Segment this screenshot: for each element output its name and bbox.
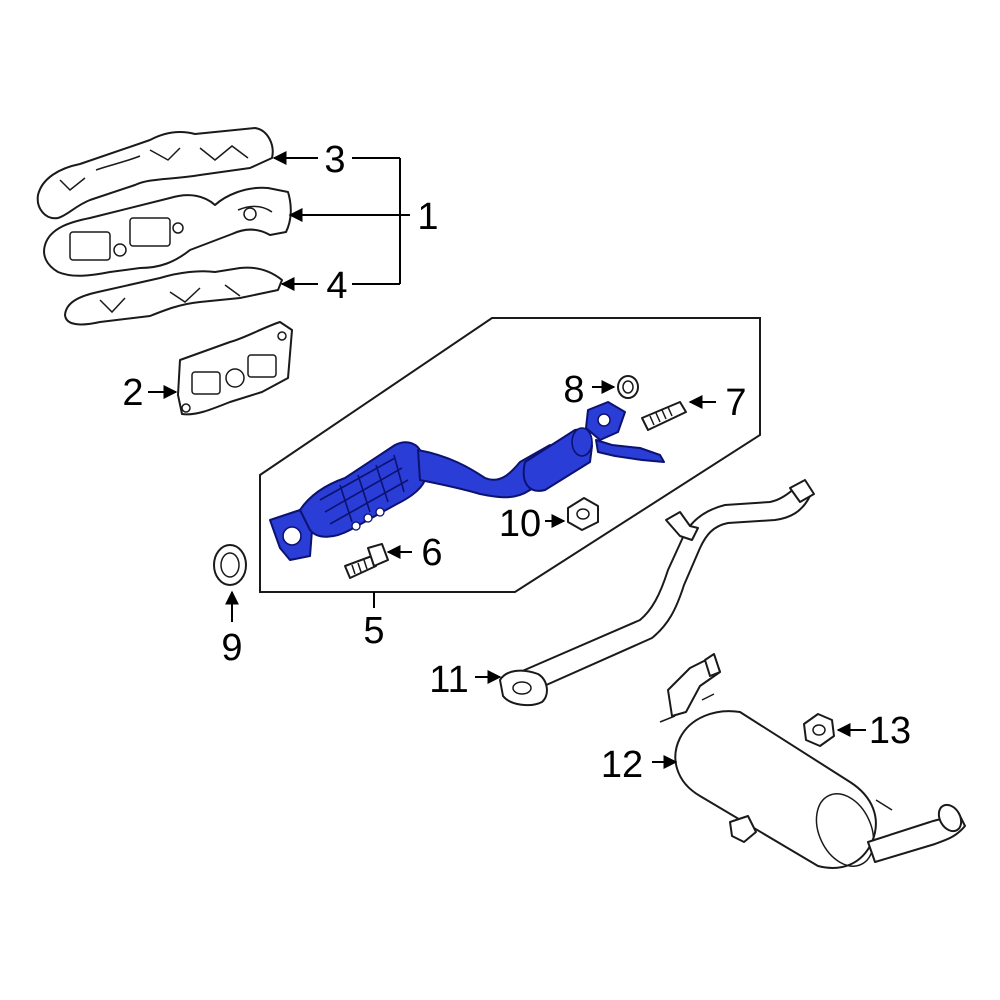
- callout-label-2: 2: [122, 372, 143, 414]
- callout-label-6: 6: [421, 532, 442, 574]
- intermediate-pipe[interactable]: [499, 479, 815, 707]
- callout-label-5: 5: [363, 610, 384, 652]
- small-gasket-ring[interactable]: [617, 375, 639, 399]
- callout-label-7: 7: [725, 382, 746, 424]
- callout-label-10: 10: [499, 503, 541, 545]
- exhaust-manifold[interactable]: [43, 186, 292, 277]
- callout-label-9: 9: [221, 627, 242, 669]
- callout-label-12: 12: [601, 744, 643, 786]
- callout-label-13: 13: [869, 710, 911, 752]
- callout-group-1-3-4: [272, 151, 410, 291]
- lower-heat-shield[interactable]: [64, 266, 283, 326]
- upper-heat-shield[interactable]: [36, 127, 274, 220]
- stud[interactable]: [641, 401, 687, 431]
- gasket-ring[interactable]: [213, 544, 247, 586]
- nut[interactable]: [567, 497, 599, 531]
- bolt[interactable]: [344, 543, 389, 579]
- muffler-nut[interactable]: [803, 713, 835, 747]
- catalytic-converter[interactable]: [269, 401, 665, 561]
- catalytic-converter-group-box: [259, 317, 761, 593]
- muffler[interactable]: [659, 653, 966, 875]
- manifold-gasket[interactable]: [177, 321, 293, 416]
- callout-label-11: 11: [429, 659, 468, 701]
- callout-label-4: 4: [326, 265, 347, 307]
- callout-label-3: 3: [324, 139, 345, 181]
- callout-label-1: 1: [417, 196, 438, 238]
- callout-label-8: 8: [563, 369, 584, 411]
